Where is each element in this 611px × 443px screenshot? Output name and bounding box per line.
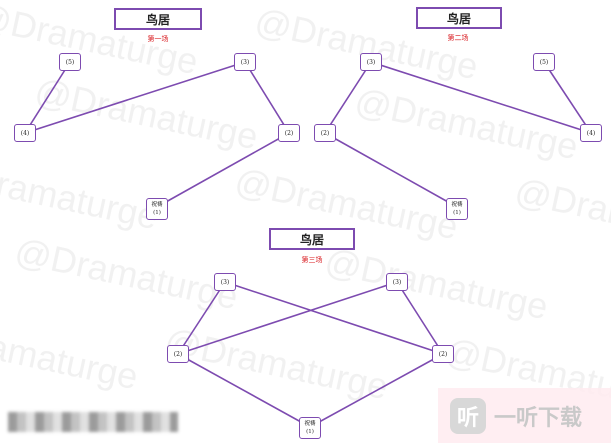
blurred-caption <box>8 412 178 432</box>
diagram-title: 鸟居 <box>416 7 502 29</box>
edge <box>156 132 290 208</box>
node-4: (4) <box>14 124 36 142</box>
node-2-right: (2) <box>432 345 454 363</box>
diagram-subtitle: 第一场 <box>147 35 169 43</box>
edge <box>24 61 246 134</box>
node-5: (5) <box>59 53 81 71</box>
edge <box>24 61 71 134</box>
diagram-title: 鸟居 <box>114 8 202 30</box>
edge <box>177 281 226 355</box>
node-number: (1) <box>453 210 461 216</box>
logo-icon: 听 <box>450 397 486 434</box>
node-2: (2) <box>314 124 336 142</box>
node-label: 祝祷 <box>151 202 163 208</box>
node-4: (4) <box>580 124 602 142</box>
edge <box>177 281 398 355</box>
node-1: 祝祷 (1) <box>299 417 321 439</box>
node-5: (5) <box>533 53 555 71</box>
edge <box>244 61 290 134</box>
node-label: 祝祷 <box>451 202 463 208</box>
node-1: 祝祷 (1) <box>446 198 468 220</box>
node-3: (3) <box>234 53 256 71</box>
node-label: 祝祷 <box>304 421 316 427</box>
logo-text: 一听下载 <box>494 405 583 431</box>
edge <box>370 61 592 134</box>
node-3: (3) <box>360 53 382 71</box>
edge <box>224 281 444 355</box>
edge <box>543 61 592 134</box>
edge <box>177 353 311 428</box>
edge <box>396 281 444 355</box>
node-3-right: (3) <box>386 273 408 291</box>
diagram-title: 鸟居 <box>269 228 355 250</box>
node-2-left: (2) <box>167 345 189 363</box>
diagram-subtitle: 第三场 <box>301 256 323 264</box>
node-2: (2) <box>278 124 300 142</box>
edge <box>309 353 444 428</box>
edge <box>324 132 458 208</box>
edge <box>324 61 372 134</box>
site-logo: 听 一听下载 <box>438 388 611 443</box>
node-number: (1) <box>306 429 314 435</box>
node-number: (1) <box>153 210 161 216</box>
node-1: 祝祷 (1) <box>146 198 168 220</box>
diagram-subtitle: 第二场 <box>447 34 469 42</box>
node-3-left: (3) <box>214 273 236 291</box>
